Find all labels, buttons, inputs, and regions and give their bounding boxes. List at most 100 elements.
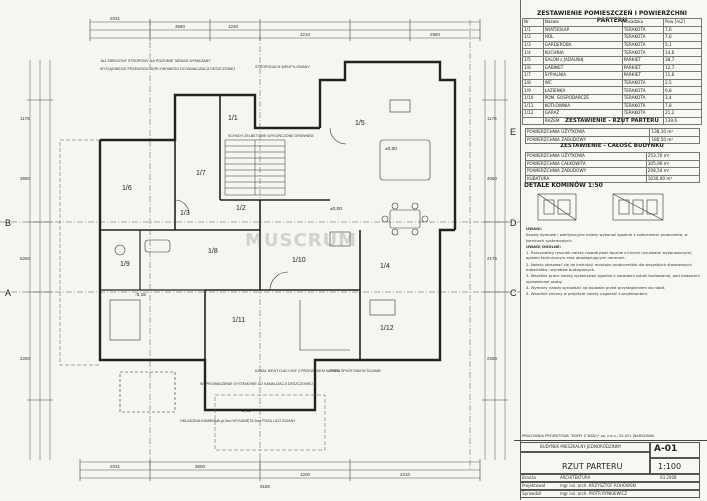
note-text: 1. Rzeczywisty rysunek należy rozpatrywa… bbox=[526, 250, 693, 261]
note-text: 4. Wymiary należy sprawdzić na budowie p… bbox=[526, 284, 666, 290]
table-cell: POWIERZCHNIA ZABUDOWY bbox=[525, 167, 647, 176]
table-cell: PARKIET bbox=[621, 63, 665, 73]
table-cell: 1/7 bbox=[522, 71, 544, 80]
table-cell: Nr bbox=[522, 18, 544, 27]
dimension-text: 1240 bbox=[228, 24, 239, 29]
plan-note: OKŁADZINA KAMIENNA gr.3cm WYSUNIĘTA 3cm … bbox=[180, 418, 296, 423]
dimension-text: 3690 bbox=[20, 176, 31, 181]
title-block bbox=[514, 440, 707, 501]
table-cell: 1/6 bbox=[522, 63, 544, 73]
dimension-text: 6260 bbox=[20, 256, 31, 261]
table-cell: 6,8 bbox=[663, 86, 702, 95]
dimension-text: 9180 bbox=[260, 484, 271, 489]
table-cell: Pow [m2] bbox=[663, 18, 702, 27]
plan-note: WYPROWADZENIE SYSTEMOWE DO KANALIZACJI D… bbox=[200, 382, 313, 386]
table-cell: 180,50 m² bbox=[649, 135, 700, 144]
table-cell: TERAKOTA bbox=[621, 48, 665, 57]
note-text: 3. Wszelkie prace należy wykonywać zgodn… bbox=[526, 273, 700, 284]
floor-plan: 1/1 1/2 1/3 1/4 1/5 1/6 1/7 1/8 1/9 1/10… bbox=[0, 16, 520, 489]
watermark: MUSCRUM bbox=[245, 230, 358, 251]
table-cell: ŁAZIENKA bbox=[542, 86, 623, 95]
table-cell: 1030,00 m³ bbox=[645, 174, 701, 183]
dimension-text: 2210 bbox=[400, 472, 411, 477]
table-cell: PARKIET bbox=[621, 71, 665, 80]
table-cell: 2,5 bbox=[663, 78, 702, 88]
table-cell: TERAKOTA bbox=[621, 78, 665, 88]
room-label: 1/7 bbox=[196, 170, 206, 177]
summary-ground-title: ZESTAWIENIE - RZUT PARTERU bbox=[565, 118, 659, 124]
checker-label: Sprawdził bbox=[522, 491, 542, 496]
sheet-number: A-01 bbox=[654, 444, 678, 454]
table-cell: 1/8 bbox=[522, 78, 544, 88]
notes-heading: UWAGI: bbox=[526, 226, 543, 231]
tb-checker-cell bbox=[520, 490, 700, 498]
table-cell: TERAKOTA bbox=[621, 25, 665, 35]
branch-label: Branża bbox=[522, 475, 536, 480]
table-cell: TERAKOTA bbox=[621, 86, 665, 95]
project-label: BUDYNEK MIESZKALNY JEDNORODZINNY bbox=[540, 444, 622, 449]
chimney-details bbox=[537, 193, 664, 221]
room-label: 1/1 bbox=[228, 115, 238, 122]
table-cell: KUCHNIA bbox=[542, 48, 623, 57]
table-cell: 1/12 bbox=[522, 109, 544, 118]
tb-scale-cell bbox=[650, 458, 700, 474]
room-label: 1/8 bbox=[208, 248, 218, 255]
drawing-scale: 1:100 bbox=[658, 462, 682, 471]
dimension-text: 2175 bbox=[487, 256, 498, 261]
table-cell bbox=[621, 116, 665, 126]
table-cell: TERAKOTA bbox=[621, 109, 665, 118]
room-label: 1/4 bbox=[380, 263, 390, 270]
table-cell: 12,7 bbox=[663, 63, 702, 73]
table-cell: 305,90 m² bbox=[645, 159, 701, 168]
table-cell: TERAKOTA bbox=[621, 101, 665, 111]
table-cell: POWIERZCHNIA CAŁKOWITA bbox=[525, 159, 647, 168]
axis-label: C bbox=[510, 288, 517, 298]
axis-label: B bbox=[5, 218, 11, 228]
table-cell: TERAKOTA bbox=[621, 40, 665, 50]
table-cell: 1/10 bbox=[522, 93, 544, 103]
dimension-text: 2960 bbox=[430, 32, 441, 37]
axis-label: E bbox=[510, 127, 516, 137]
table-cell: 1/11 bbox=[522, 101, 544, 111]
plan-note: JAZ ZBROJONY STROPOWY NA POZIOMIE TARASU… bbox=[100, 59, 211, 63]
general-notes: UWAGI: Kanały dymowe i wentylacyjne nale… bbox=[526, 226, 700, 298]
table-cell: 21,2 bbox=[663, 109, 702, 118]
table-cell: 14,6 bbox=[663, 48, 702, 57]
summary-building-title: ZESTAWIENIE - CAŁOŚĆ BUDYNKU bbox=[560, 143, 664, 149]
table-cell: 1/5 bbox=[522, 55, 544, 65]
table-cell: 11,6 bbox=[663, 71, 702, 80]
drawing-date: 03.2008 bbox=[660, 475, 677, 480]
plan-note: WYCIĄGNIĘCIE PRZEWODU ODPŁYWOWEGO DO KAN… bbox=[100, 67, 235, 71]
room-label: 1/12 bbox=[380, 325, 394, 332]
plan-note: RURA SPUSTOWA W ŚCIANIE bbox=[330, 368, 382, 373]
plan-note: STROPODACH WENTYLOWANY bbox=[255, 65, 310, 69]
table-cell: KOTŁOWNIA bbox=[542, 101, 623, 111]
note-text: UWAGI OGÓLNE: bbox=[526, 243, 562, 249]
table-cell: 208,54 m² bbox=[645, 167, 701, 176]
table-cell: 253,70 m² bbox=[645, 152, 701, 161]
table-cell: POM. GOSPODARCZE bbox=[542, 93, 623, 103]
note-text: 5. Wszelkie zmiany w projekcie należy uz… bbox=[526, 291, 649, 297]
dimension-text: 4210 bbox=[300, 32, 311, 37]
level-marker: -0,15 bbox=[135, 292, 146, 298]
checker-value: mgr inż. arch. PIOTR RYNKIEWICZ bbox=[560, 491, 628, 496]
table-cell: Posadzka bbox=[621, 18, 665, 27]
table-cell: POWIERZCHNIA UŻYTKOWA bbox=[525, 152, 647, 161]
table-cell: 139,6 bbox=[663, 116, 702, 126]
table-cell: 1/3 bbox=[522, 40, 544, 50]
room-label: 1/10 bbox=[292, 257, 306, 264]
dimension-text: 2260 bbox=[20, 356, 31, 361]
dimension-text: 4060 bbox=[487, 176, 498, 181]
